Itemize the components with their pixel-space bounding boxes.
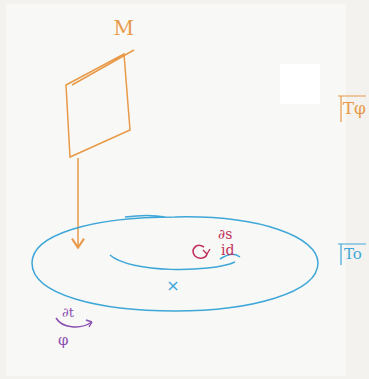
node-outline	[30, 215, 320, 313]
bracket-stroke	[338, 244, 366, 265]
math-label: To	[344, 247, 362, 262]
map-arrow	[77, 158, 79, 248]
flow-arrow-head	[86, 320, 92, 327]
torus-shape: ×	[30, 215, 320, 313]
outline-stroke	[66, 50, 134, 157]
outline-stroke	[32, 216, 318, 312]
math-label: ∂t	[62, 306, 74, 319]
point-mark: ×	[166, 278, 179, 294]
blank-patch	[280, 64, 320, 104]
manifold-label: M	[114, 18, 134, 38]
node-outline	[62, 18, 136, 160]
math-label: φ	[58, 333, 69, 348]
math-label: ∂s	[218, 227, 232, 241]
math-label: Tφ	[343, 100, 366, 117]
bracket-stroke	[338, 96, 366, 122]
manifold-square: M	[62, 18, 136, 160]
rotation-arrow-head	[203, 249, 210, 254]
flow-arrow	[56, 318, 92, 327]
math-label: id	[221, 243, 234, 257]
